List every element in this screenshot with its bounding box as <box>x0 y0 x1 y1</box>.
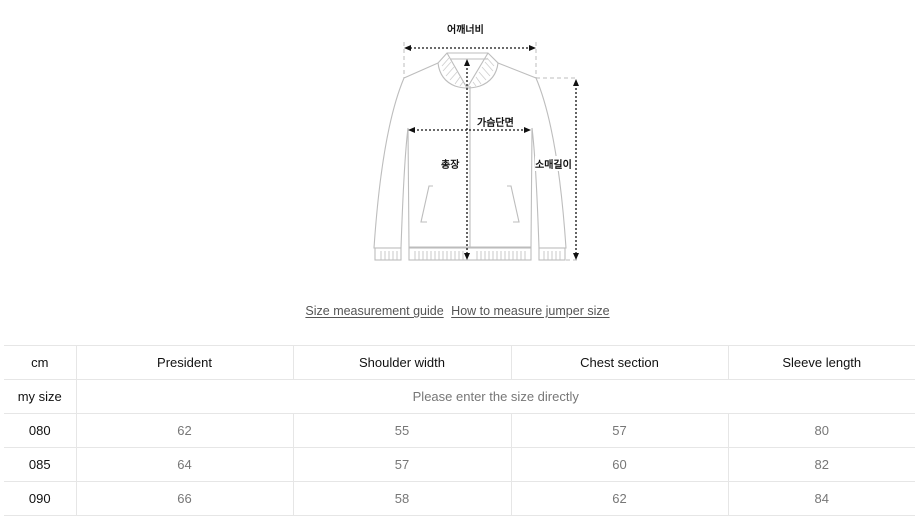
size-label: 080 <box>4 413 77 448</box>
jacket-diagram: 어깨너비 가슴단면 총장 소매길이 <box>373 25 579 261</box>
cell-sleeve-length: 84 <box>728 481 915 516</box>
cell-shoulder-width: 57 <box>293 447 512 482</box>
cell-sleeve-length: 80 <box>728 413 915 448</box>
size-table: cm President Shoulder width Chest sectio… <box>4 345 915 516</box>
chest-section-label: 가슴단면 <box>477 118 514 129</box>
my-size-input-prompt[interactable]: Please enter the size directly <box>76 379 915 414</box>
how-to-measure-jumper-link[interactable]: How to measure jumper size <box>451 304 610 318</box>
cell-sleeve-length: 82 <box>728 447 915 482</box>
cell-president: 62 <box>76 413 294 448</box>
size-label: 085 <box>4 447 77 482</box>
cell-president: 66 <box>76 481 294 516</box>
column-header-president: President <box>76 345 294 380</box>
cell-chest-section: 62 <box>511 481 729 516</box>
table-row: 090 66 58 62 84 <box>4 481 915 516</box>
table-row: 080 62 55 57 80 <box>4 413 915 448</box>
guide-links: Size measurement guide How to measure ju… <box>0 304 915 318</box>
my-size-label: my size <box>4 379 77 414</box>
cell-chest-section: 57 <box>511 413 729 448</box>
cell-chest-section: 60 <box>511 447 729 482</box>
column-header-chest-section: Chest section <box>511 345 729 380</box>
size-label: 090 <box>4 481 77 516</box>
unit-header: cm <box>4 345 77 380</box>
column-header-sleeve-length: Sleeve length <box>728 345 915 380</box>
cell-shoulder-width: 58 <box>293 481 512 516</box>
sleeve-length-label: 소매길이 <box>535 156 572 171</box>
cell-shoulder-width: 55 <box>293 413 512 448</box>
size-measurement-guide-link[interactable]: Size measurement guide <box>305 304 444 318</box>
table-row: 085 64 57 60 82 <box>4 447 915 482</box>
total-length-label: 총장 <box>441 160 460 171</box>
jacket-measurement-icon <box>373 42 579 261</box>
my-size-row: my size Please enter the size directly <box>4 379 915 414</box>
cell-president: 64 <box>76 447 294 482</box>
column-header-shoulder-width: Shoulder width <box>293 345 512 380</box>
table-header-row: cm President Shoulder width Chest sectio… <box>4 345 915 380</box>
shoulder-width-label: 어깨너비 <box>447 25 484 36</box>
